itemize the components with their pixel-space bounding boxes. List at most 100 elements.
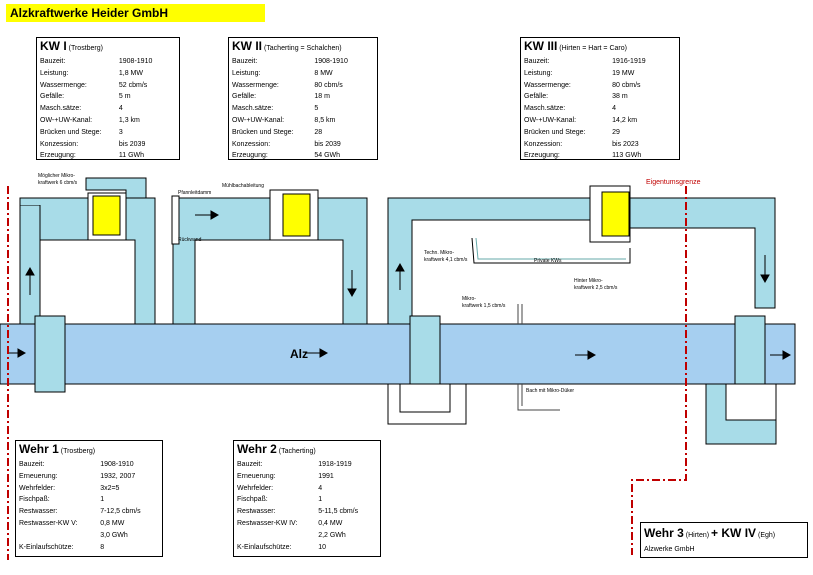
- eigentumsgrenze-label: Eigentumsgrenze: [646, 179, 701, 186]
- kw3-row-value: 113 GWh: [612, 152, 642, 160]
- kw2-row-value: bis 2039: [314, 140, 341, 148]
- wehr2-row-label: Restwasser-KW IV:: [237, 519, 298, 527]
- kw1-row: Masch.sätze:4: [40, 103, 176, 115]
- wehr1-row: Wehrfelder: 3x2=5: [19, 483, 159, 495]
- kw2-row-value: 5: [314, 105, 319, 113]
- kw2-row-value: 8 MW: [314, 69, 333, 77]
- kw1-row-value: 3: [118, 128, 123, 136]
- wehr3-info-box: Wehr 3 (Hirten) + KW IV (Egh) Alzwerke G…: [640, 522, 808, 558]
- wehr2-row-value: 10: [318, 543, 326, 551]
- wehr1-row-value: 1908-1910: [100, 461, 134, 468]
- kw3-row-label: Masch.sätze:: [524, 105, 566, 113]
- wehr3-location: (Hirten): [685, 532, 710, 539]
- wehr1-row: Fischpaß:1: [19, 494, 159, 506]
- wehr1-row: Restwasser-KW V:0,8 MW: [19, 518, 159, 530]
- kw3-row-label: Wassermenge:: [524, 81, 571, 89]
- kw1-row-label: Konzession:: [40, 140, 79, 148]
- kw2-row: Konzession: bis 2039: [232, 139, 374, 151]
- mikro-kw-label-2: kraftwerk 1,5 cbm/s: [462, 303, 506, 309]
- kw1-row-label: Wassermenge:: [40, 81, 87, 89]
- wehr2-row: Fischpaß:1: [237, 494, 377, 506]
- kw2-row: Bauzeit:1908-1910: [232, 56, 374, 68]
- wehr2-row-value: 1: [318, 496, 323, 504]
- kw1-row-value: 4: [118, 105, 123, 113]
- wehr1-row-value: 3,0 GWh: [100, 531, 128, 539]
- kw3-row: Konzession:bis 2023: [524, 139, 676, 151]
- kw2-row: Brücken und Stege:28: [232, 127, 374, 139]
- kw2-row-label: Gefälle:: [232, 93, 257, 101]
- wehr1-row-label: Restwasser:: [19, 508, 58, 516]
- wehr1-row-value: 8: [100, 543, 105, 551]
- kw1-row: Gefälle:5 m: [40, 91, 176, 103]
- wehr2-row: Bauzeit: 1918-1919: [237, 459, 377, 471]
- kw2-row: Masch.sätze:5: [232, 103, 374, 115]
- wehr1-name: Wehr 1: [19, 442, 59, 456]
- kw1-row-label: Brücken und Stege:: [40, 128, 102, 136]
- kw1-row-value: 1,8 MW: [118, 69, 143, 77]
- kw1-row: Bauzeit:1908-1910: [40, 56, 176, 68]
- wehr1-row-label: Bauzeit:: [19, 461, 45, 468]
- kw3-row-label: Bauzeit:: [524, 58, 550, 65]
- kw2-row-label: Konzession:: [232, 140, 271, 148]
- bach-line: [517, 304, 560, 411]
- wehr1-row: Erneuerung:1932, 2007: [19, 471, 159, 483]
- wehr1-row: 3,0 GWh: [19, 530, 159, 542]
- kw3-info-box: KW III (Hirten = Hart = Caro) Bauzeit:19…: [520, 37, 680, 160]
- kw2-row-label: Brücken und Stege:: [232, 128, 294, 136]
- kw1-row-value: bis 2039: [118, 140, 146, 148]
- wehr1-row-value: 3x2=5: [100, 484, 120, 492]
- eigentumsgrenze-line: [631, 186, 687, 555]
- pfannleitdamm-label: Pfannleitdamm: [178, 190, 211, 196]
- wehr2-structure: [409, 315, 441, 393]
- kw1-row-value: 5 m: [118, 93, 131, 101]
- page-title: Alzkraftwerke Heider GmbH: [6, 4, 265, 22]
- wehr1-location: (Trostberg): [60, 448, 96, 455]
- kw3-row: Gefälle:38 m: [524, 91, 676, 103]
- kw1-row: Erzeugung:11 GWh: [40, 150, 176, 162]
- wehr1-row-label: Wehrfelder:: [19, 484, 56, 492]
- kw1-row: OW-+UW-Kanal:1,3 km: [40, 115, 176, 127]
- wehr3-owner: Alzwerke GmbH: [644, 546, 695, 553]
- kw2-row-value: 54 GWh: [314, 152, 341, 160]
- kw1-row-label: OW-+UW-Kanal:: [40, 116, 93, 124]
- wehr2-row-value: 1918-1919: [318, 461, 352, 468]
- wehr2-row-value: 2,2 GWh: [318, 531, 346, 539]
- wehr1-row-label: [19, 530, 100, 542]
- kw2-row: Wassermenge:80 cbm/s: [232, 80, 374, 92]
- kw3-row-label: Erzeugung:: [524, 152, 560, 160]
- kw1-canal: [19, 204, 41, 325]
- wehr2-row-label: Bauzeit:: [237, 461, 263, 468]
- mikro-label-2: kraftwerk 6 cbm/s: [38, 180, 78, 186]
- kw3-row-label: OW-+UW-Kanal:: [524, 116, 577, 124]
- kw2-location: (Tacherting = Schalchen): [263, 45, 342, 52]
- kw3-row-value: 38 m: [612, 93, 628, 101]
- kw3-row: Brücken und Stege:29: [524, 127, 676, 139]
- wehr2-row-value: 4: [318, 484, 323, 492]
- bach-mikro-label: Bach mit Mikro-Düker: [526, 388, 574, 394]
- kw1-row-value: 52 cbm/s: [118, 81, 148, 89]
- kw2-row-value: 18 m: [314, 93, 330, 101]
- kw2-row-label: OW-+UW-Kanal:: [232, 116, 285, 124]
- hinter-mikro-label-1: Hinter Mikro-: [574, 278, 603, 284]
- wehr1-row-value: 1: [100, 496, 105, 504]
- wehr1-row-value: 7-12,5 cbm/s: [100, 508, 141, 516]
- wehr2-row-value: 5-11,5 cbm/s: [318, 508, 359, 516]
- wehr2-row: K-Einlaufschütze:10: [237, 542, 377, 554]
- kw2-row-value: 80 cbm/s: [314, 81, 343, 89]
- wehr3-name: Wehr 3: [644, 526, 684, 540]
- kw2-name: KW II: [232, 39, 262, 53]
- wehr2-row-label: Erneuerung:: [237, 472, 276, 480]
- wehr1-row-value: 1932, 2007: [100, 472, 136, 480]
- wehr2-row: Restwasser:5-11,5 cbm/s: [237, 506, 377, 518]
- kw2-row: Leistung:8 MW: [232, 68, 374, 80]
- hinter-mikro-label-2: kraftwerk 2,5 cbm/s: [574, 285, 618, 291]
- kw3-name: KW III: [524, 39, 558, 53]
- rueckwand-label: Rückwand: [178, 237, 202, 243]
- techn-mikro-label-1: Techn. Mikro-: [424, 250, 454, 256]
- kw1-row: Brücken und Stege: 3: [40, 127, 176, 139]
- river-alz: [0, 323, 796, 385]
